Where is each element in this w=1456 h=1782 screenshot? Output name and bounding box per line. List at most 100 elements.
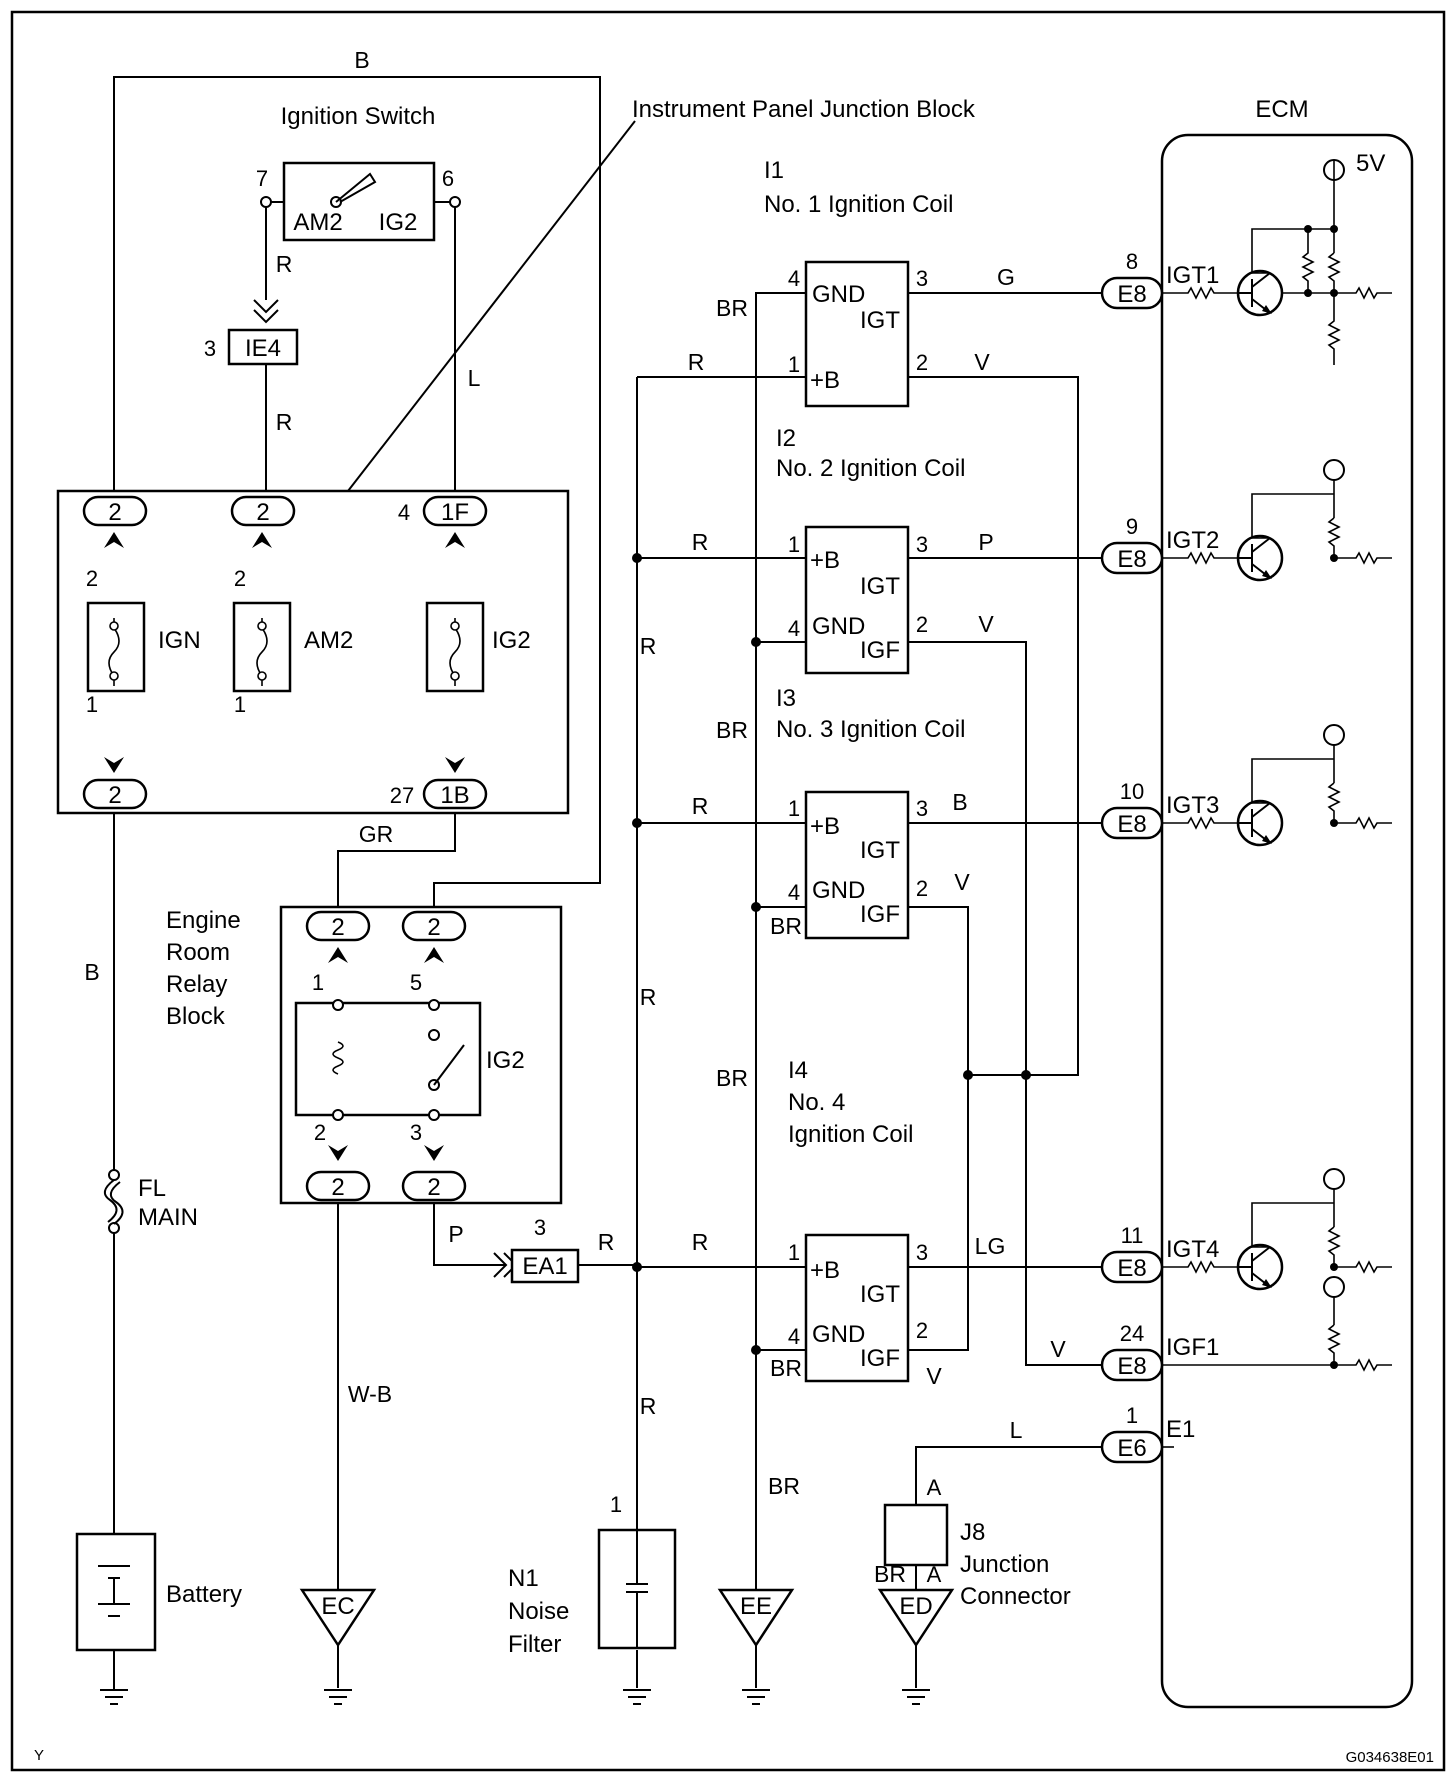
noise-filter-title-1: Noise (508, 1598, 569, 1625)
ecm-connector-pin: 11 (1121, 1223, 1144, 1248)
ecm-connector-id: E8 (1117, 811, 1146, 838)
wc-br-trunk3: BR (768, 1473, 800, 1499)
ecm-input-resistor-icon (1162, 551, 1238, 565)
coil3-id: I3 (776, 685, 796, 712)
coil2-igf: IGF (860, 637, 900, 664)
coil1-plus-b: +B (810, 367, 840, 394)
fuse-am2-pin-top: 2 (234, 566, 246, 591)
coil2-gnd: GND (812, 613, 865, 640)
coil2-pin-2: 2 (916, 612, 928, 637)
wire-c3-v (908, 906, 969, 1351)
battery-label: Battery (166, 1581, 242, 1608)
wc-r-trunk1: R (640, 633, 657, 659)
fuse-ign-pin-bottom: 1 (86, 692, 98, 717)
jc-title-2: Connector (960, 1583, 1071, 1610)
ground-ee-label: EE (740, 1593, 772, 1620)
coil2-pin-1: 1 (788, 532, 800, 557)
wc-l-e1: L (1010, 1417, 1023, 1443)
coil3-pin-1: 1 (788, 796, 800, 821)
ecm-body (1160, 133, 1414, 1709)
wc-gr: GR (359, 821, 394, 847)
wc-c1-r: R (688, 349, 705, 375)
relay-switch-icon (433, 1044, 465, 1086)
relay-coil-icon (332, 1041, 344, 1075)
fuse-am2-label: AM2 (304, 627, 353, 654)
page-frame (10, 10, 1446, 1772)
jc-id: J8 (960, 1519, 985, 1546)
wire-color-labels: B R R L GR B P W-B R BR R G V R P V R BR… (84, 47, 1066, 1587)
ecm-signal-label: IGF1 (1166, 1334, 1219, 1361)
coil2-title: No. 2 Ignition Coil (776, 455, 965, 482)
ecm-signal-label: IGT1 (1166, 262, 1219, 289)
coil4-id: I4 (788, 1057, 808, 1084)
coil4-pin-4: 4 (788, 1324, 800, 1349)
coil2-id: I2 (776, 425, 796, 452)
ecm-output-resistor-icon (1334, 1358, 1392, 1372)
ecm-input-resistor-icon (1162, 816, 1238, 830)
coil1-pin-3: 3 (916, 266, 928, 291)
ecm-supply-icon (1323, 1168, 1345, 1190)
ecm-output-resistor-icon (1334, 286, 1392, 300)
jc-pin-a-top: A (927, 1475, 942, 1500)
ecm-supply-icon (1323, 459, 1345, 481)
ip-connector-top-2 (230, 495, 296, 527)
coil4-igt: IGT (860, 1281, 900, 1308)
er-connector-bottom-2-label: 2 (427, 1174, 440, 1201)
connector-ea1-id: EA1 (522, 1253, 567, 1280)
fuse-am2-pin-bottom: 1 (234, 692, 246, 717)
ecm-connector-pin: 8 (1126, 249, 1138, 274)
wire-b-top (113, 76, 601, 907)
er-connector-top-2 (401, 910, 467, 942)
coil3-pin-2: 2 (916, 876, 928, 901)
wc-c1-v: V (974, 349, 990, 375)
er-connector-bottom-1-label: 2 (331, 1174, 344, 1201)
coil4-pin-1: 1 (788, 1240, 800, 1265)
battery-body (75, 1532, 157, 1652)
ignition-switch-body (282, 161, 436, 242)
coil4-title-2: Ignition Coil (788, 1121, 913, 1148)
ecm-pullup-resistor-icon (1327, 782, 1341, 823)
ecm-connector-pin: 9 (1126, 514, 1138, 539)
ip-connector-top-3-label: 1F (441, 499, 469, 526)
ecm-signal-label: IGT2 (1166, 527, 1219, 554)
coil3-pin-3: 3 (916, 796, 928, 821)
wc-c3-b: B (952, 789, 967, 815)
ignition-coil-4: I4 No. 4 Ignition Coil +B IGT GND IGF 1 … (788, 1057, 928, 1383)
connector-ea1-pin: 3 (534, 1215, 546, 1240)
wc-br-trunk1: BR (716, 717, 748, 743)
wc-c3-v: V (954, 869, 970, 895)
ground-ee: EE (717, 1588, 795, 1705)
wc-r-trunk2: R (640, 984, 657, 1010)
er-connector-bottom-1 (305, 1170, 371, 1202)
noise-filter: 1 N1 Noise Filter (508, 1492, 677, 1705)
relay-pin-3: 3 (410, 1120, 422, 1145)
wires (113, 76, 1102, 1688)
wc-c4-lg: LG (975, 1233, 1006, 1259)
ecm-connector-pin: 24 (1120, 1321, 1144, 1346)
er-title-1: Engine (166, 907, 241, 934)
wc-c2-r: R (692, 529, 709, 555)
ecm-connector-pin: 10 (1120, 779, 1144, 804)
wc-wb: W-B (348, 1381, 392, 1407)
ip-connector-bottom-1 (82, 778, 148, 810)
junction-connector-body (883, 1503, 949, 1567)
ignition-switch: Ignition Switch 7 6 AM2 IG2 (256, 103, 461, 242)
er-title-4: Block (166, 1003, 226, 1030)
fuse-main-label: MAIN (138, 1204, 198, 1231)
ecm-signal-label: IGT4 (1166, 1236, 1219, 1263)
wc-p-relay: P (448, 1221, 463, 1247)
wc-l-sw: L (468, 365, 481, 391)
ip-connector-bottom-2-pin: 27 (390, 783, 414, 808)
wc-c3-br: BR (770, 913, 802, 939)
relay-pin-1: 1 (312, 970, 324, 995)
relay-ig2-label: IG2 (486, 1047, 525, 1074)
wc-c4-v: V (926, 1363, 942, 1389)
ecm-connector-id: E8 (1117, 1353, 1146, 1380)
er-connector-top-1 (305, 910, 371, 942)
ecm-connectors: E88IGT1E89IGT2E810IGT3E811IGT4E824IGF1E6… (1100, 159, 1392, 1464)
coil2-igt: IGT (860, 573, 900, 600)
